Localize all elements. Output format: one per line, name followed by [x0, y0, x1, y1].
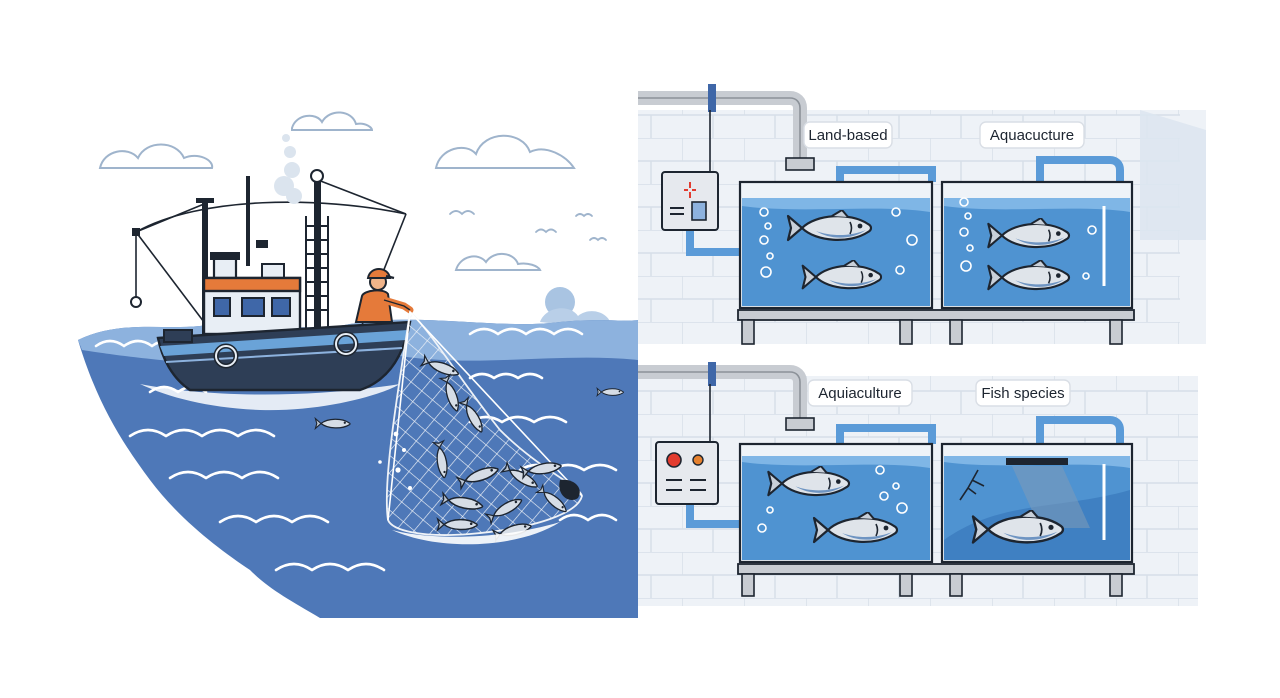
control-panel-icon	[661, 110, 719, 231]
bubble-icon	[378, 431, 412, 490]
svg-text:Aquacucture: Aquacucture	[990, 127, 1074, 144]
top-tank-row: Land-based Aquacucture	[638, 84, 1135, 345]
svg-text:Fish species: Fish species	[981, 385, 1064, 402]
label-aquacucture: Aquacucture	[979, 121, 1085, 149]
aquaculture-facility: Land-based Aquacucture	[638, 84, 1206, 606]
bubble-icon	[757, 465, 908, 533]
svg-text:Land-based: Land-based	[808, 127, 887, 144]
label-aquiaculture: Aquiaculture	[807, 379, 913, 407]
bottom-tank-row: Aquiaculture Fish species	[638, 362, 1135, 597]
wild-fishing-scene	[78, 111, 638, 618]
label-land-based: Land-based	[803, 121, 893, 149]
fisherman-icon	[354, 268, 414, 323]
svg-text:Aquiaculture: Aquiaculture	[818, 385, 901, 402]
bubble-icon	[759, 197, 1097, 280]
bird-icon	[449, 210, 607, 242]
boat-icon	[130, 134, 412, 392]
label-fish-species: Fish species	[975, 379, 1071, 407]
fishing-net-icon	[385, 310, 583, 545]
cloud-icon	[98, 111, 576, 271]
control-panel-icon	[655, 384, 719, 505]
